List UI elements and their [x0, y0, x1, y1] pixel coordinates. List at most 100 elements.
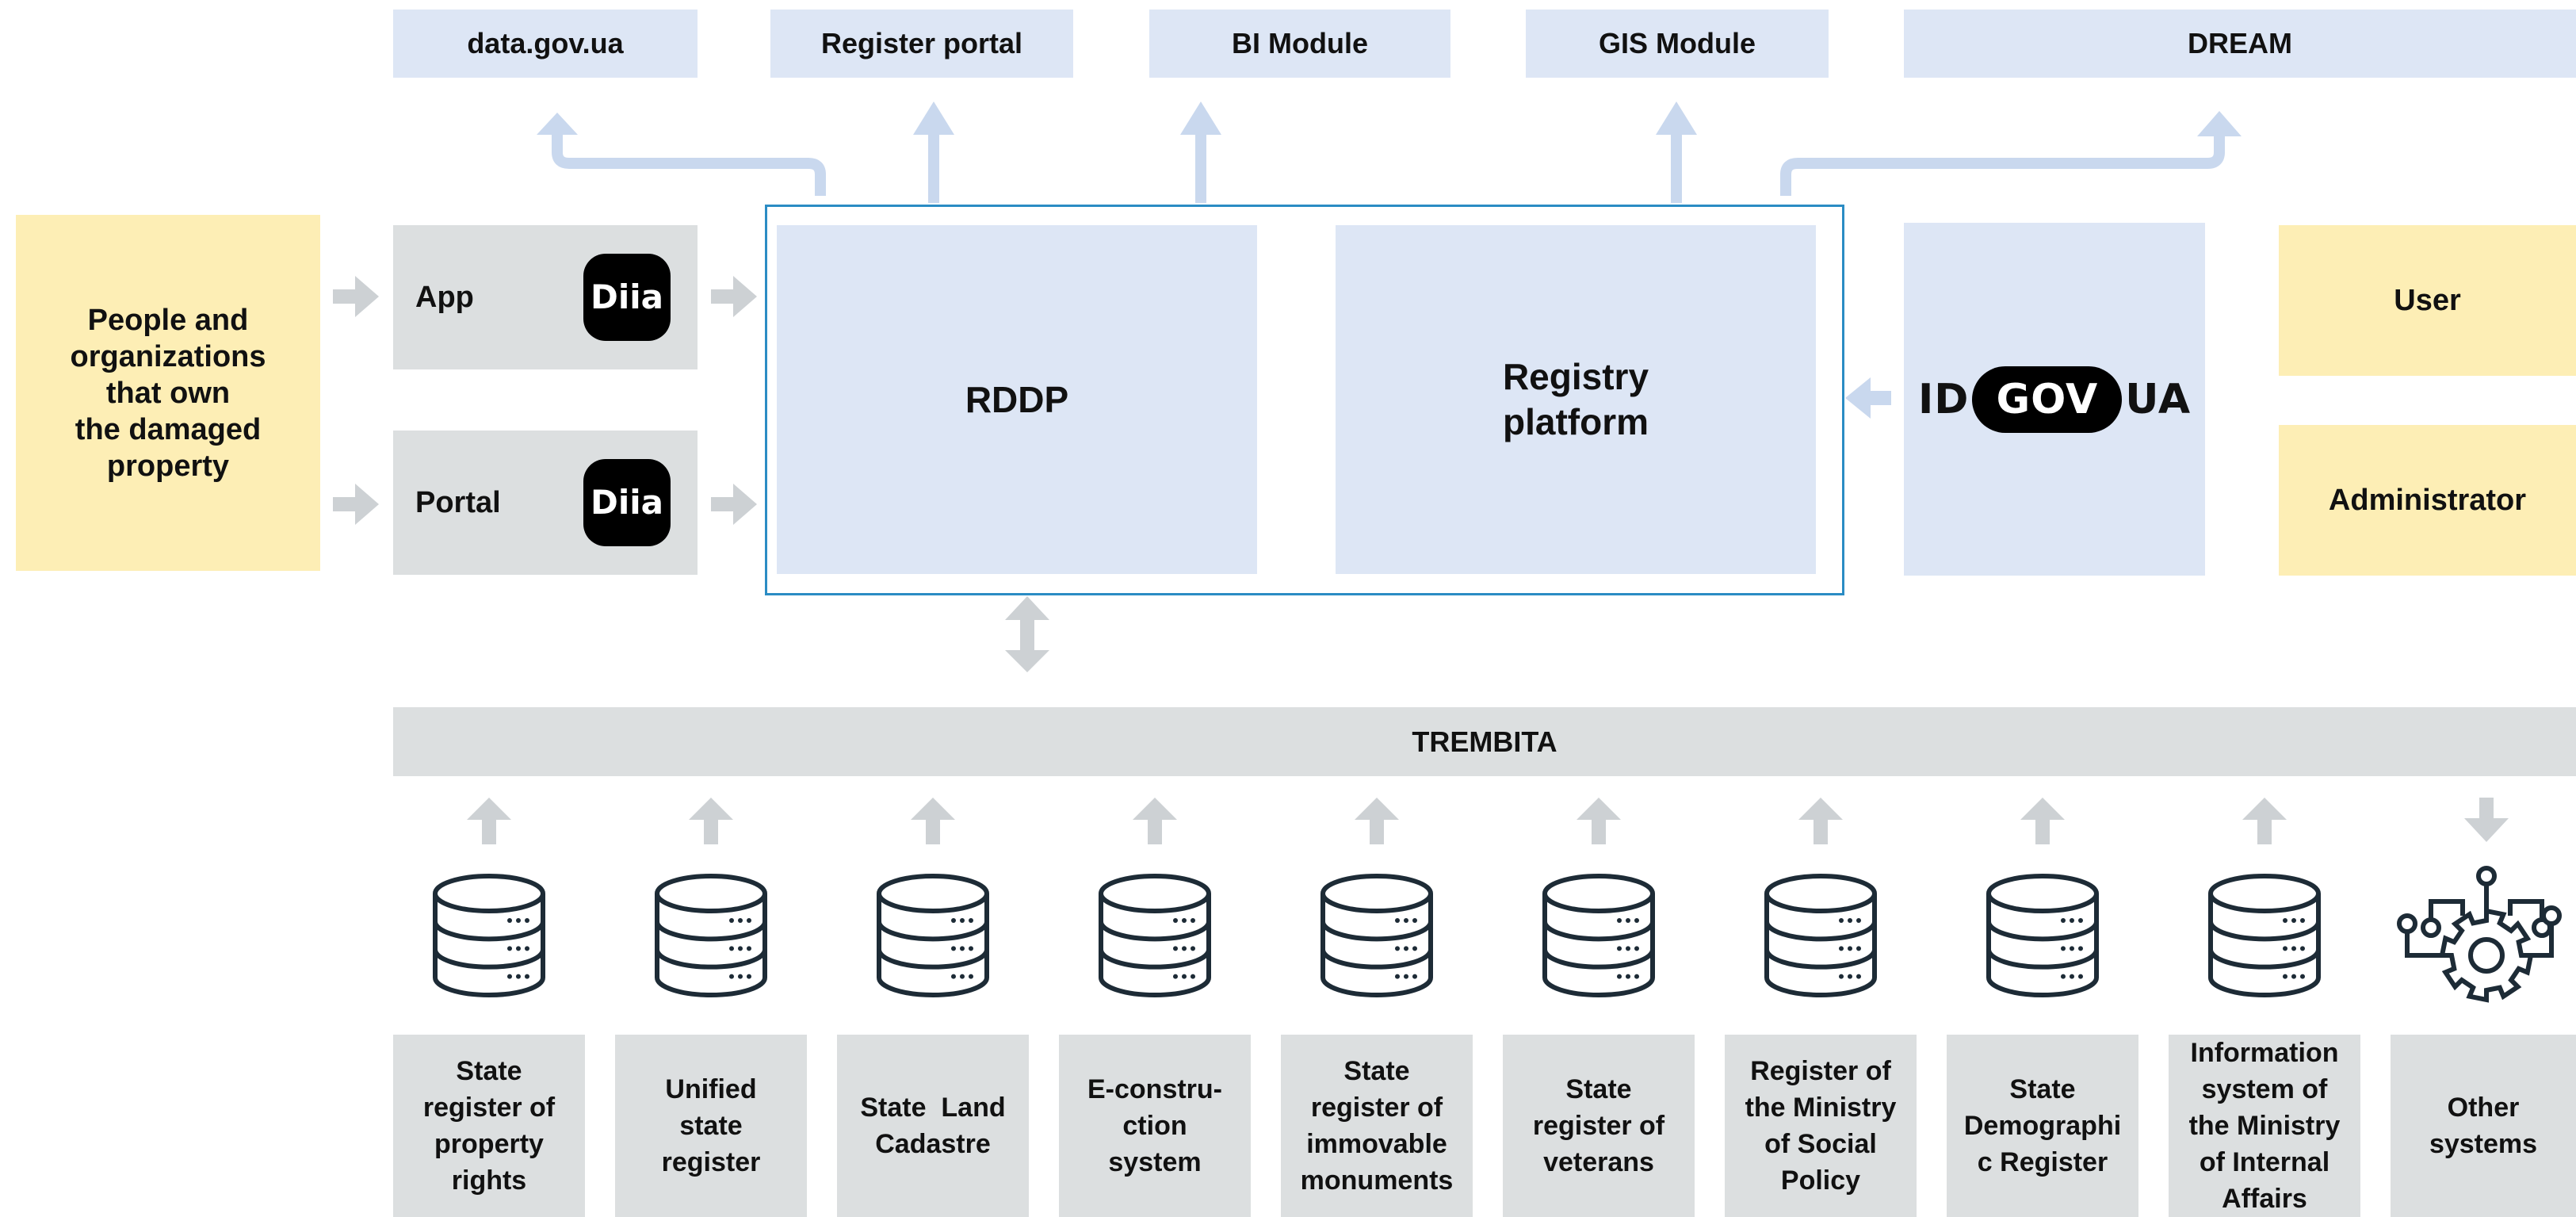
source-box: State register of veterans: [1503, 1035, 1695, 1217]
arrowshaft-source: [1592, 817, 1606, 844]
id-gov-ua-logo: ID GOV UA: [1918, 365, 2192, 433]
source-label-line: State: [1343, 1056, 1410, 1086]
arrowshaft-source: [482, 817, 496, 844]
arrowhead-idgov-to-core: [1845, 377, 1871, 419]
source-box: Other systems: [2391, 1035, 2576, 1217]
source-label-line: of Internal: [2199, 1147, 2330, 1177]
arrowhead-source-up: [1798, 798, 1843, 820]
diia-logo-text: Diia: [590, 277, 663, 316]
database-icon: [433, 874, 545, 997]
arrowhead-register-portal: [913, 101, 954, 135]
id-gov-ua-box: ID GOV UA: [1904, 223, 2205, 576]
source-label-line: the Ministry: [1745, 1093, 1897, 1123]
arrowshaft-source: [2035, 817, 2050, 844]
channel-portal: Portal Diia: [393, 431, 698, 575]
source-label-line: state: [679, 1111, 743, 1141]
output-label: DREAM: [2188, 27, 2292, 59]
source-label-line: systems: [2429, 1129, 2538, 1159]
arrowhead-bi-module: [1180, 101, 1221, 135]
arrowshaft-source: [1148, 817, 1162, 844]
database-icon: [1764, 874, 1877, 997]
source-label-line: Demographi: [1963, 1111, 2122, 1141]
source-label-line: of Social: [1764, 1129, 1877, 1159]
source-label-line: Affairs: [2222, 1184, 2307, 1214]
source-label-line: State Land: [860, 1093, 1006, 1123]
database-icon: [1986, 874, 2099, 997]
arrowshaft-owners-to-app: [333, 289, 357, 304]
source-label-line: Cadastre: [875, 1129, 991, 1159]
arrowshaft-owners-to-portal: [333, 497, 357, 511]
role-label: User: [2394, 284, 2461, 317]
owners-line: that own: [105, 376, 231, 410]
source-label-line: register of: [1532, 1111, 1665, 1141]
arrowhead-source-down: [2464, 818, 2509, 842]
ua-text: UA: [2125, 375, 2192, 423]
diia-logo-text: Diia: [590, 483, 663, 522]
source-label-line: State: [456, 1056, 522, 1086]
source-label-line: c Register: [1977, 1147, 2108, 1177]
source-label-line: State: [1565, 1074, 1632, 1104]
arrowhead-gis-module: [1656, 101, 1697, 135]
arrowhead-source-up: [1577, 798, 1621, 820]
database-icon: [1542, 874, 1655, 997]
role-user: User: [2279, 225, 2576, 376]
arrowhead-source-up: [2242, 798, 2287, 820]
registry-label-line: platform: [1503, 401, 1649, 442]
owners-box: People and organizations that own the da…: [16, 215, 320, 571]
arrowhead-dream: [2197, 111, 2242, 136]
source-label-line: register: [661, 1147, 761, 1177]
arrowhead-source-up: [467, 798, 511, 820]
rddp-label: RDDP: [965, 378, 1069, 420]
trembita-bus: TREMBITA: [393, 707, 2576, 776]
arrowshaft-source: [1814, 817, 1828, 844]
output-gis-module: GIS Module: [1526, 10, 1829, 78]
owners-line: property: [106, 449, 230, 483]
database-icon: [877, 874, 989, 997]
arrowhead-data-gov: [537, 113, 578, 135]
output-bi-module: BI Module: [1149, 10, 1450, 78]
owners-line: the damaged: [75, 412, 262, 446]
source-label-line: Other: [2447, 1093, 2520, 1123]
arrowhead-owners-to-portal: [355, 484, 379, 525]
database-icon: [655, 874, 767, 997]
arrowshaft-core-trembita: [1020, 618, 1034, 653]
output-label: Register portal: [820, 27, 1023, 59]
arrowshaft-source: [1370, 817, 1384, 844]
arrowhead-source-up: [689, 798, 733, 820]
arrowshaft-app-to-core: [711, 289, 735, 304]
source-label-line: veterans: [1543, 1147, 1654, 1177]
arrowhead-source-up: [1133, 798, 1177, 820]
channel-label: Portal: [415, 486, 501, 519]
source-label-line: system: [1108, 1147, 1202, 1177]
source-label-line: rights: [451, 1165, 527, 1196]
source-icons: [433, 866, 2562, 1003]
source-label-line: Register of: [1750, 1056, 1891, 1086]
arrowshaft-idgov-to-core: [1869, 391, 1891, 405]
database-icon: [2208, 874, 2321, 997]
source-label-line: system of: [2201, 1074, 2328, 1104]
gov-text: GOV: [1972, 365, 2123, 433]
source-label-line: Unified: [665, 1074, 757, 1104]
arrowhead-down-trembita: [1005, 650, 1049, 672]
output-dream: DREAM: [1904, 10, 2576, 78]
source-label-line: property: [434, 1129, 544, 1159]
source-label-line: immovable: [1306, 1129, 1447, 1159]
arrow-to-data-gov: [552, 133, 826, 196]
arrowhead-source-up: [911, 798, 955, 820]
role-administrator: Administrator: [2279, 425, 2576, 576]
arrowhead-app-to-core: [733, 276, 757, 317]
arrowshaft-source: [926, 817, 940, 844]
source-arrows: [467, 798, 2509, 844]
output-label: data.gov.ua: [467, 27, 624, 59]
registry-platform-box: Registry platform: [1336, 225, 1816, 574]
output-label: BI Module: [1232, 27, 1368, 59]
source-label-line: ction: [1122, 1111, 1187, 1141]
owners-line: People and: [87, 303, 249, 337]
database-icon: [1099, 874, 1211, 997]
